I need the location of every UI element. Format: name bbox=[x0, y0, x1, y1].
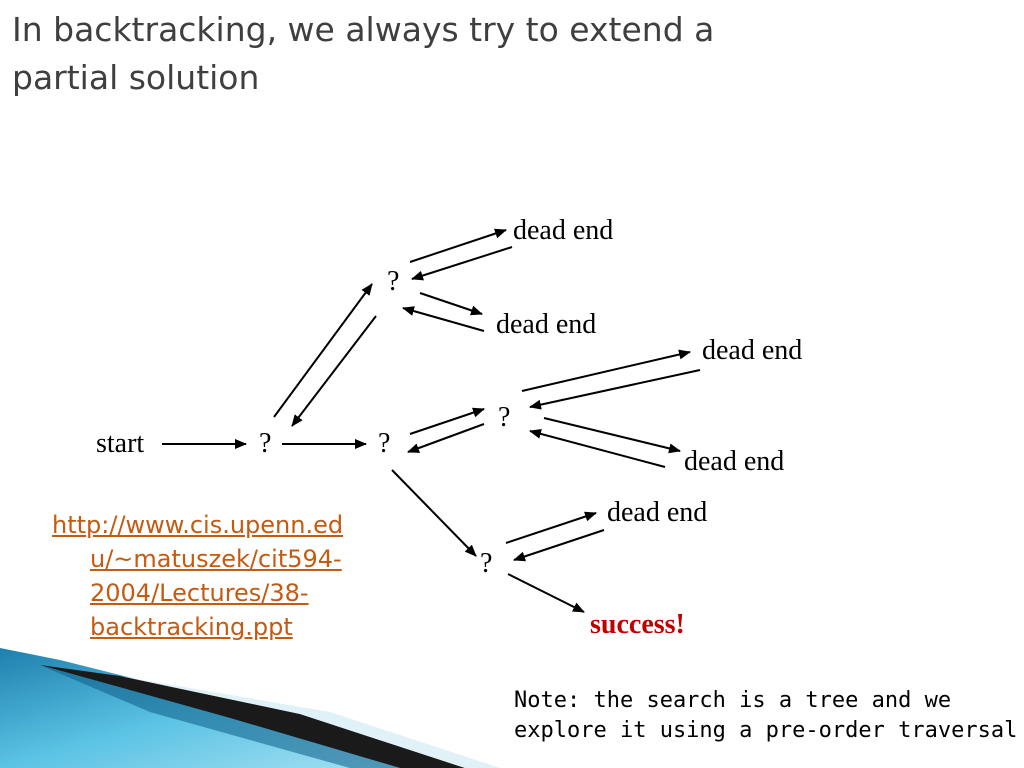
source-link-line-2[interactable]: u/~matuszek/cit594- bbox=[90, 545, 342, 573]
source-link-line-1[interactable]: http://www.cis.upenn.ed bbox=[52, 511, 344, 539]
traversal-note: Note: the search is a tree and we explor… bbox=[514, 686, 1018, 746]
source-link[interactable]: http://www.cis.upenn.ed u/~matuszek/cit5… bbox=[52, 508, 412, 644]
source-link-line-4[interactable]: backtracking.ppt bbox=[90, 613, 293, 641]
node-q2: ? bbox=[378, 428, 391, 459]
edge-qmid-q2-back bbox=[407, 423, 485, 453]
edge-qmid-dead3 bbox=[521, 349, 691, 392]
edge-dead3-qmid-back bbox=[529, 369, 701, 410]
edge-qtop-q1-back bbox=[291, 315, 377, 427]
edge-dead2-qtop-back bbox=[402, 306, 485, 332]
edge-qlow-dead5 bbox=[505, 511, 597, 544]
edge-q2-qmid bbox=[409, 407, 485, 435]
node-dead-end-4: dead end bbox=[684, 446, 785, 477]
node-start: start bbox=[96, 428, 145, 459]
page-title: In backtracking, we always try to extend… bbox=[12, 6, 1002, 102]
node-dead-end-1: dead end bbox=[513, 215, 614, 246]
note-line-1: Note: the search is a tree and we bbox=[514, 688, 952, 713]
edge-qmid-dead4 bbox=[543, 417, 681, 454]
edge-qtop-dead2 bbox=[419, 292, 483, 316]
node-dead-end-5: dead end bbox=[607, 497, 708, 528]
edge-dead1-qtop-back bbox=[411, 246, 513, 281]
edge-qlow-success bbox=[507, 573, 585, 613]
node-dead-end-3: dead end bbox=[702, 335, 803, 366]
edge-qtop-dead1 bbox=[409, 228, 507, 263]
edge-q1-qtop bbox=[273, 283, 373, 418]
title-line-2: partial solution bbox=[12, 58, 260, 97]
edge-dead4-qmid-back bbox=[529, 429, 666, 468]
source-link-line-3[interactable]: 2004/Lectures/38- bbox=[90, 579, 309, 607]
node-success: success! bbox=[590, 609, 685, 640]
title-line-1: In backtracking, we always try to extend… bbox=[12, 10, 715, 49]
node-q1: ? bbox=[259, 428, 272, 459]
node-dead-end-2: dead end bbox=[496, 309, 597, 340]
node-q-low: ? bbox=[480, 548, 493, 579]
node-q-mid: ? bbox=[498, 402, 511, 433]
node-q-top: ? bbox=[387, 266, 400, 297]
edge-q2-qlow bbox=[391, 469, 477, 557]
edge-dead5-qlow-back bbox=[513, 529, 605, 562]
note-line-2: explore it using a pre-order traversal bbox=[514, 718, 1018, 743]
